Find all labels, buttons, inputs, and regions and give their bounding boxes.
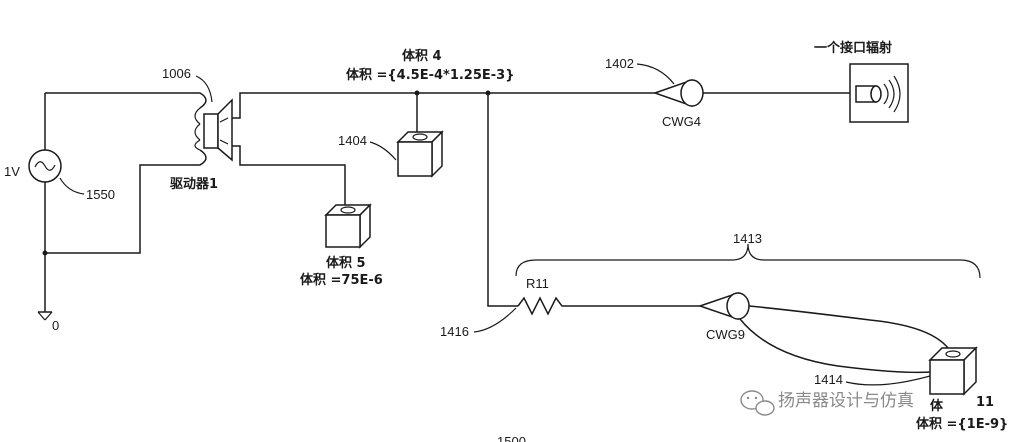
wire-branch-down	[487, 93, 518, 307]
ground-label: 0	[52, 318, 59, 333]
vol4-name-label: 体积 4	[402, 48, 442, 64]
source-voltage-label: 1V	[4, 164, 20, 179]
vol11-name-partial: 体	[930, 398, 944, 414]
wire-cwg9-out	[748, 305, 949, 349]
vol11-box	[928, 346, 978, 396]
vol5-value-label: 体积 =75E-6	[300, 272, 383, 288]
cwg4-name-label: CWG4	[662, 114, 701, 129]
wire-driver-to-vol5	[232, 145, 346, 205]
cwg4-ref-label: 1402	[605, 56, 634, 71]
vol11-value-label: 体积 ={1E-9}	[916, 416, 1008, 432]
cwg9-name-label: CWG9	[706, 327, 745, 342]
group-brace	[515, 243, 981, 279]
vol5-box	[324, 203, 372, 249]
cwg4-waveguide	[652, 78, 704, 108]
vol4-value-label: 体积 ={4.5E-4*1.25E-3}	[346, 67, 514, 83]
driver-leader-line	[195, 75, 213, 103]
driver-speaker-symbol	[194, 98, 233, 162]
radiation-port	[849, 63, 909, 123]
wire-cwg9-loop	[739, 318, 933, 374]
resistor-leader-line	[473, 307, 517, 333]
cwg9-waveguide	[697, 291, 750, 321]
source-ref-label: 1550	[86, 187, 115, 202]
resistor-ref-label: 1416	[440, 324, 469, 339]
voltage-source	[28, 93, 62, 312]
radiation-label: 一个接口辐射	[814, 40, 892, 56]
wechat-icon	[740, 390, 775, 416]
source-leader-line	[59, 177, 85, 195]
driver-ref-label: 1006	[162, 66, 191, 81]
resistor-r11	[517, 296, 700, 316]
bottom-ref-label: 1500	[497, 434, 526, 442]
vol4-box	[396, 130, 444, 178]
vol4-leader-line	[369, 141, 397, 161]
wire-source-to-driver-bottom	[45, 149, 207, 254]
wire-source-to-driver-top	[45, 92, 207, 109]
vol11-name-suffix: 11	[976, 395, 994, 410]
vol5-name-label: 体积 5	[326, 255, 366, 271]
vol11-ref-label: 1414	[814, 372, 843, 387]
resistor-name-label: R11	[526, 276, 549, 291]
brace-ref-label: 1413	[733, 231, 762, 246]
wire-main-top	[232, 92, 655, 119]
driver-name-label: 驱动器1	[170, 177, 218, 192]
vol4-ref-label: 1404	[338, 133, 367, 148]
cwg4-leader-line	[636, 63, 675, 85]
ground-symbol	[37, 311, 53, 321]
vol11-leader-line	[845, 375, 931, 386]
watermark-text: 扬声器设计与仿真	[778, 391, 914, 411]
